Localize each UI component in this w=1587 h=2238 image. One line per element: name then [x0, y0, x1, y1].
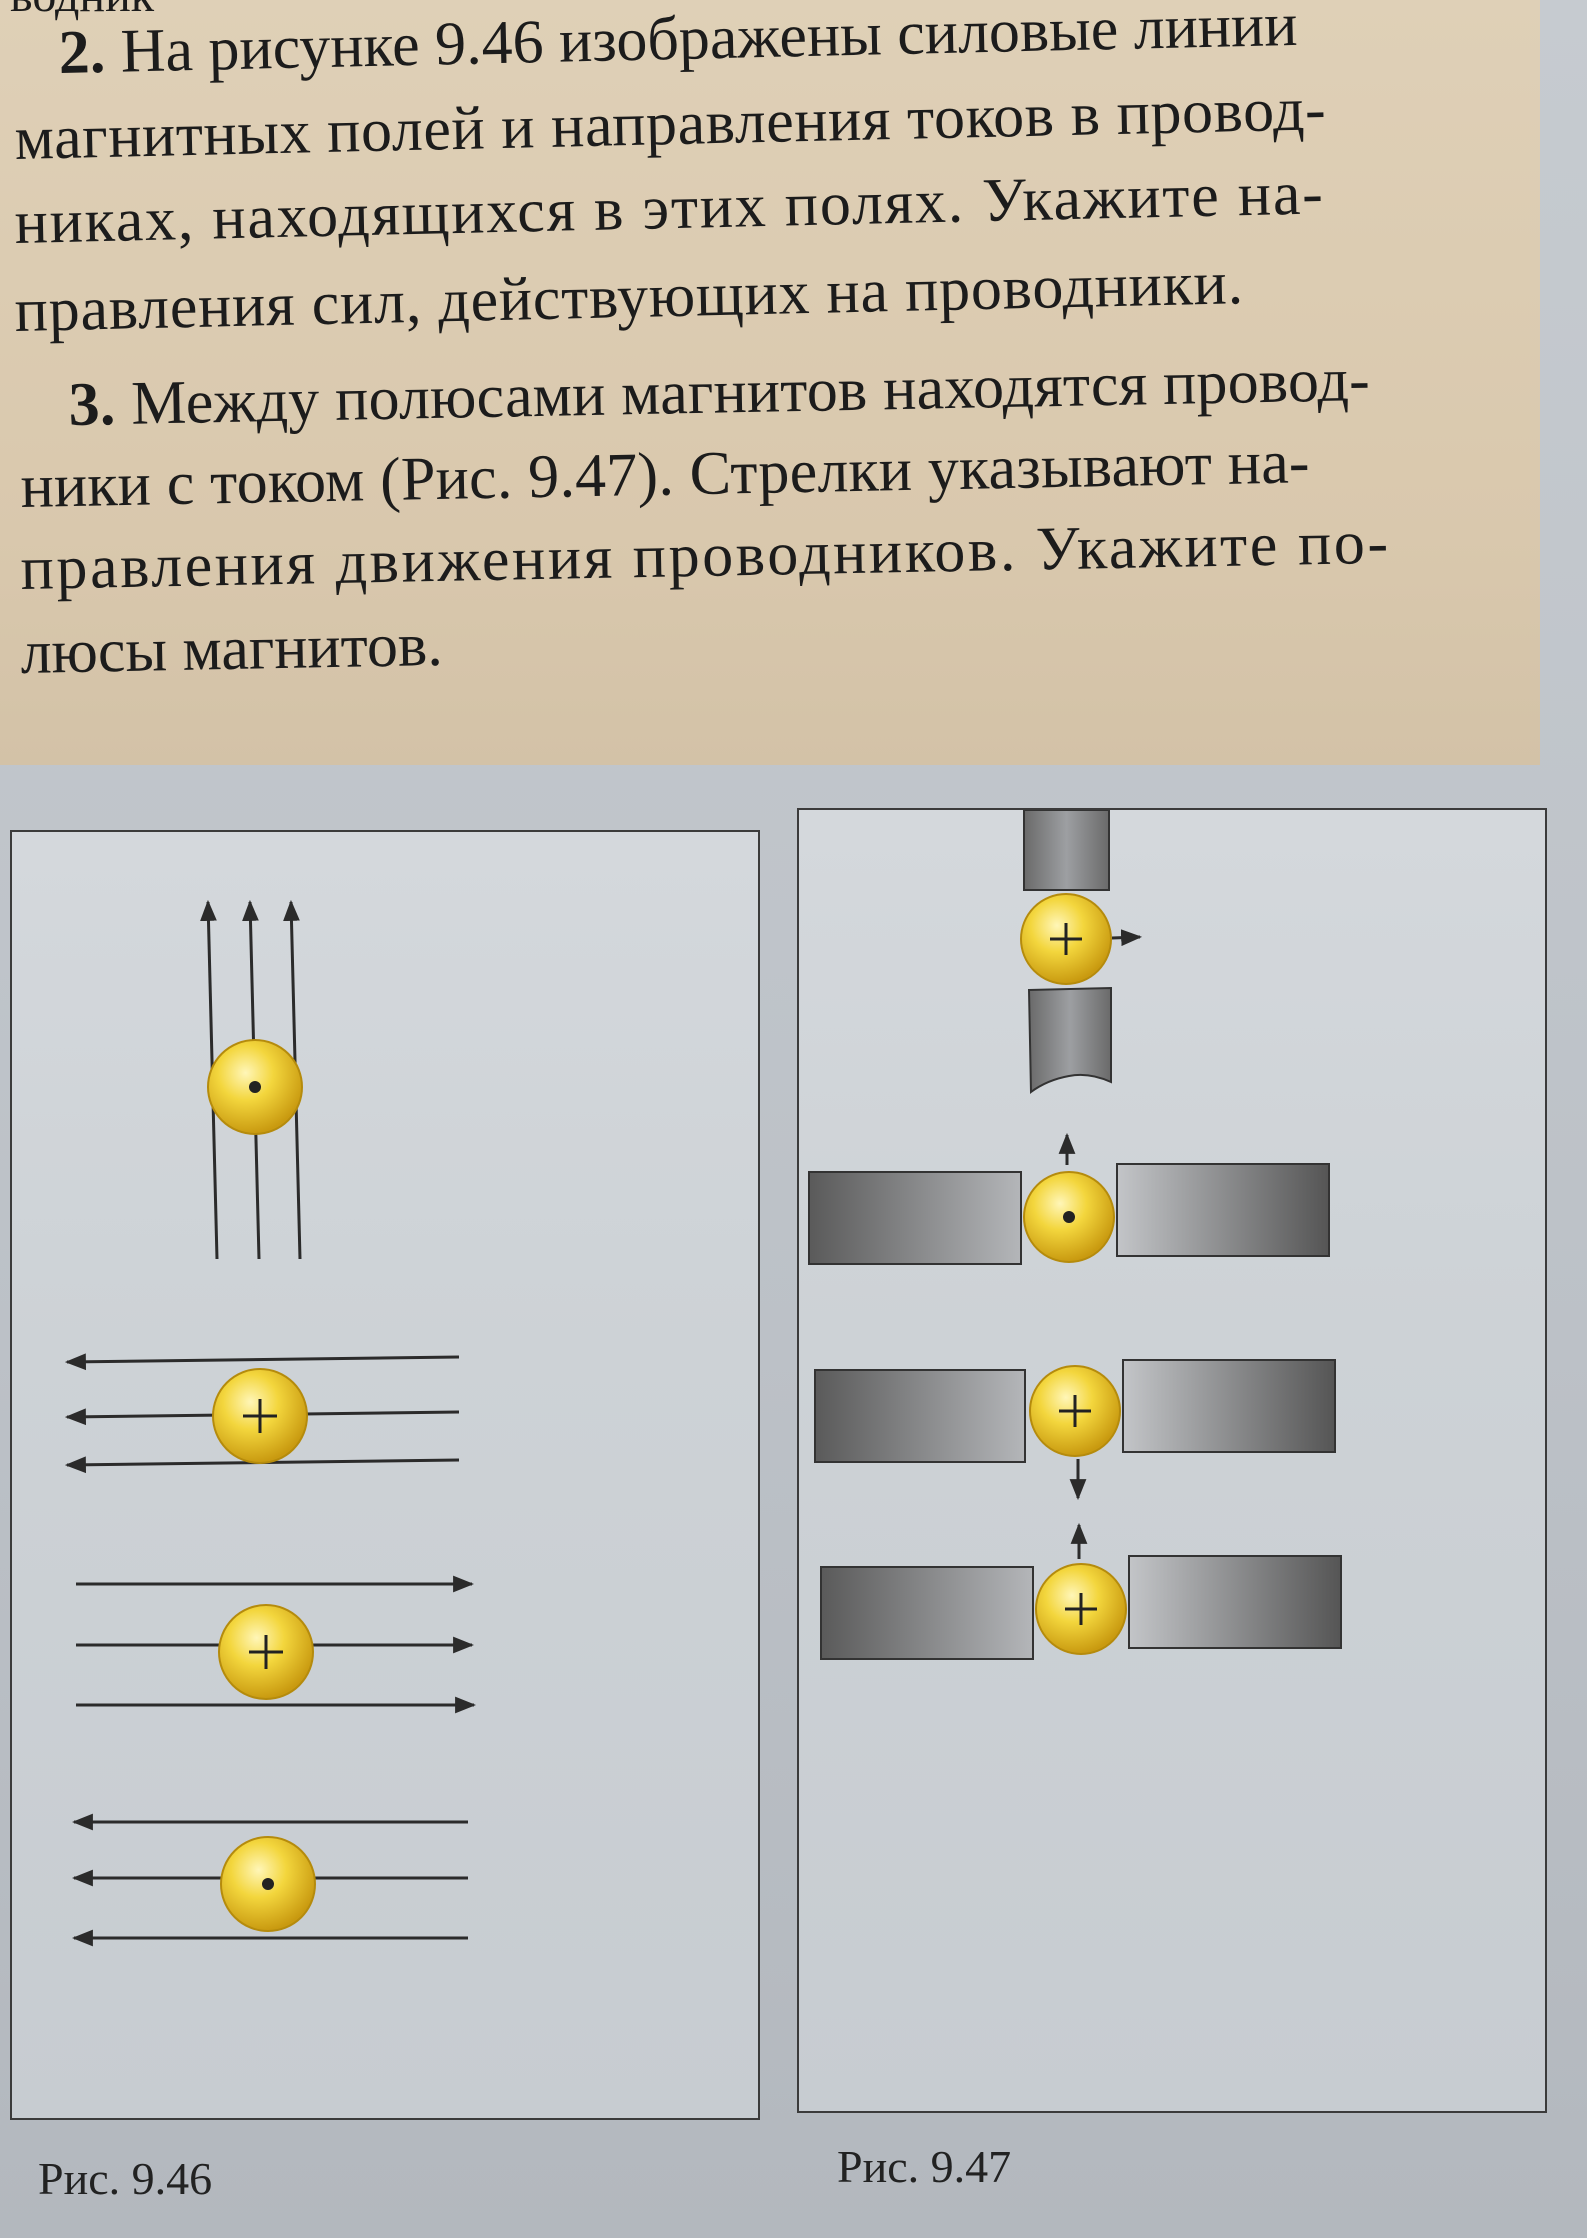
current-dot-icon [249, 1081, 261, 1093]
fig946-panel-1 [200, 899, 303, 1260]
figure-947 [808, 810, 1342, 1660]
fig947-panel-2 [808, 1132, 1330, 1265]
fig946-panel-2 [64, 1353, 460, 1474]
fig947-panel-1 [1020, 810, 1143, 1094]
current-dot-icon [1063, 1211, 1075, 1223]
magnet-left [820, 1566, 1034, 1660]
task2-number: 2. [57, 17, 106, 87]
figure-947-caption: Рис. 9.47 [837, 2141, 1012, 2192]
magnet-right [1122, 1359, 1336, 1453]
figure-946 [64, 899, 477, 1947]
magnet-right [1116, 1163, 1330, 1257]
field-line [64, 1353, 460, 1371]
fig947-panel-4 [820, 1522, 1342, 1660]
figure-946-caption: Рис. 9.46 [38, 2153, 213, 2204]
figure-946-frame [10, 830, 760, 2120]
figure-947-frame [797, 808, 1547, 2113]
magnet-bottom [1027, 986, 1112, 1094]
magnet-left [814, 1369, 1026, 1463]
current-dot-icon [262, 1878, 274, 1890]
task-box [0, 0, 1540, 765]
fig946-panel-3 [76, 1575, 477, 1714]
task3-line-4: люсы магнитов. [19, 610, 444, 687]
previous-text-fragment: водник [10, 0, 154, 20]
fig947-panel-3 [814, 1359, 1336, 1501]
magnet-top [1023, 810, 1110, 891]
motion-arrow-right [1111, 929, 1143, 947]
fig946-panel-4 [71, 1813, 468, 1947]
magnet-right [1128, 1555, 1342, 1649]
magnet-left [808, 1171, 1022, 1265]
task3-number: 3. [67, 370, 117, 439]
